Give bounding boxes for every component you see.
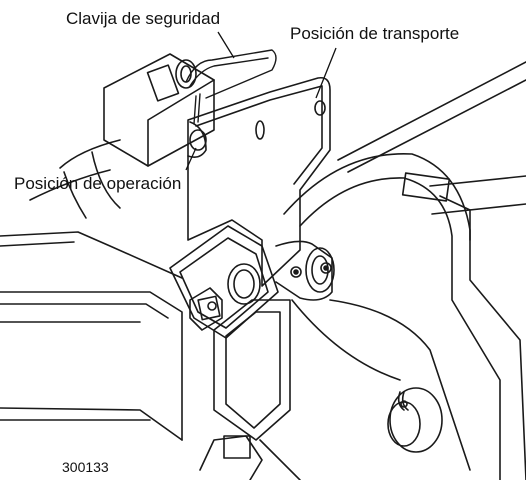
top-bracket: [103, 53, 215, 167]
upright-plate: [187, 76, 331, 287]
safety-pin-wire: [185, 49, 277, 125]
callout-operating-position: Posición de operación: [14, 174, 182, 193]
swing-arm: [283, 152, 526, 480]
callout-transport-position: Posición de transporte: [290, 24, 460, 43]
hinge-plate: [169, 225, 279, 339]
callout-safety-pin: Clavija de seguridad: [66, 9, 221, 28]
figure-number: 300133: [62, 459, 109, 475]
right-shafts: [337, 61, 526, 215]
leader-lines: [185, 31, 337, 171]
left-frame-tube: [0, 139, 183, 441]
pivot-hub: [275, 240, 335, 301]
hinge-small-bolt: [197, 295, 221, 321]
lower-link: [199, 299, 301, 480]
lower-pivot-bolt: [387, 387, 443, 453]
